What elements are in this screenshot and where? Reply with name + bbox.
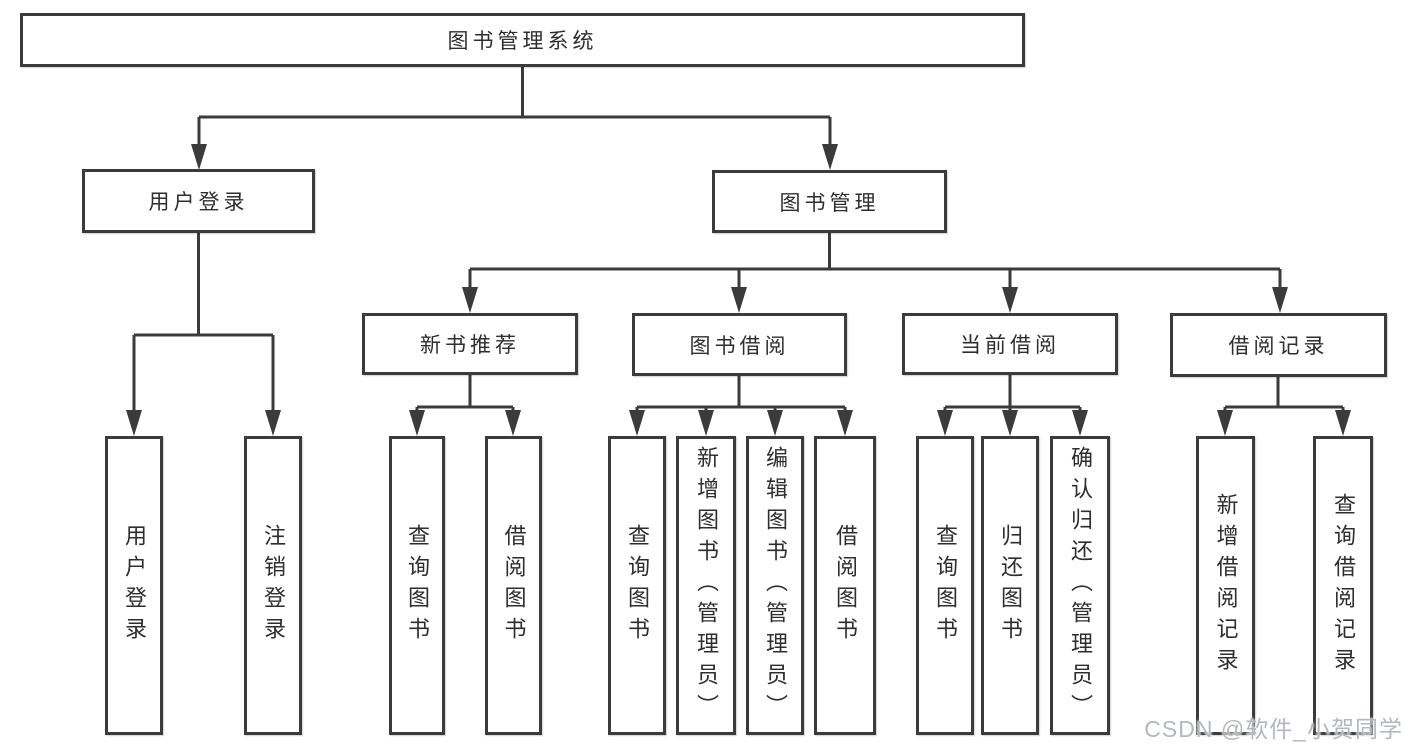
node-label: 新增借阅记录	[1213, 492, 1239, 679]
node-label: 图书管理系统	[447, 30, 598, 53]
node-label: 用户登录	[122, 523, 147, 648]
node-label: 图书管理	[779, 191, 880, 215]
node-label: 编辑图书（管理员）	[763, 446, 788, 725]
leaf-edit-book-admin: 编辑图书（管理员）	[746, 436, 804, 735]
leaf-query-books-current: 查询图书	[916, 436, 974, 735]
watermark: CSDN @软件_小贺同学	[1144, 716, 1403, 742]
node-label: 图书借阅	[689, 334, 790, 358]
node-book-management: 图书管理	[712, 170, 947, 233]
node-borrow-records: 借阅记录	[1170, 313, 1387, 377]
node-label: 查询图书	[405, 523, 430, 648]
node-label: 借阅图书	[501, 523, 527, 648]
leaf-user-login: 用户登录	[105, 436, 163, 735]
leaf-borrow-books-recommend: 借阅图书	[485, 436, 542, 735]
leaf-return-book: 归还图书	[981, 436, 1039, 735]
node-current-borrow: 当前借阅	[902, 313, 1118, 375]
node-label: 新增图书（管理员）	[694, 446, 719, 725]
node-label: 查询图书	[933, 523, 958, 648]
leaf-query-borrow-record: 查询借阅记录	[1313, 436, 1373, 735]
node-label: 新书推荐	[420, 334, 520, 357]
node-label: 归还图书	[998, 523, 1023, 648]
node-label: 查询图书	[625, 523, 650, 648]
node-label: 当前借阅	[960, 334, 1060, 357]
arrowheads	[126, 144, 1351, 436]
leaf-add-borrow-record: 新增借阅记录	[1196, 436, 1255, 735]
leaf-query-books-borrow: 查询图书	[608, 436, 666, 735]
node-new-book-recommend: 新书推荐	[362, 313, 578, 375]
node-label: 用户登录	[148, 191, 249, 214]
node-root-library-system: 图书管理系统	[20, 13, 1025, 67]
node-user-login: 用户登录	[82, 169, 315, 233]
node-label: 借阅记录	[1228, 335, 1329, 358]
leaf-add-book-admin: 新增图书（管理员）	[676, 436, 736, 735]
node-label: 注销登录	[261, 523, 286, 648]
node-label: 借阅图书	[833, 523, 858, 648]
leaf-borrow-books: 借阅图书	[814, 436, 876, 735]
node-book-borrow: 图书借阅	[632, 313, 847, 376]
node-label: 确认归还（管理员）	[1068, 446, 1093, 725]
leaf-confirm-return-admin: 确认归还（管理员）	[1050, 436, 1110, 735]
leaf-query-books-recommend: 查询图书	[389, 436, 445, 735]
leaf-logout: 注销登录	[244, 436, 302, 735]
node-label: 查询借阅记录	[1331, 492, 1356, 679]
